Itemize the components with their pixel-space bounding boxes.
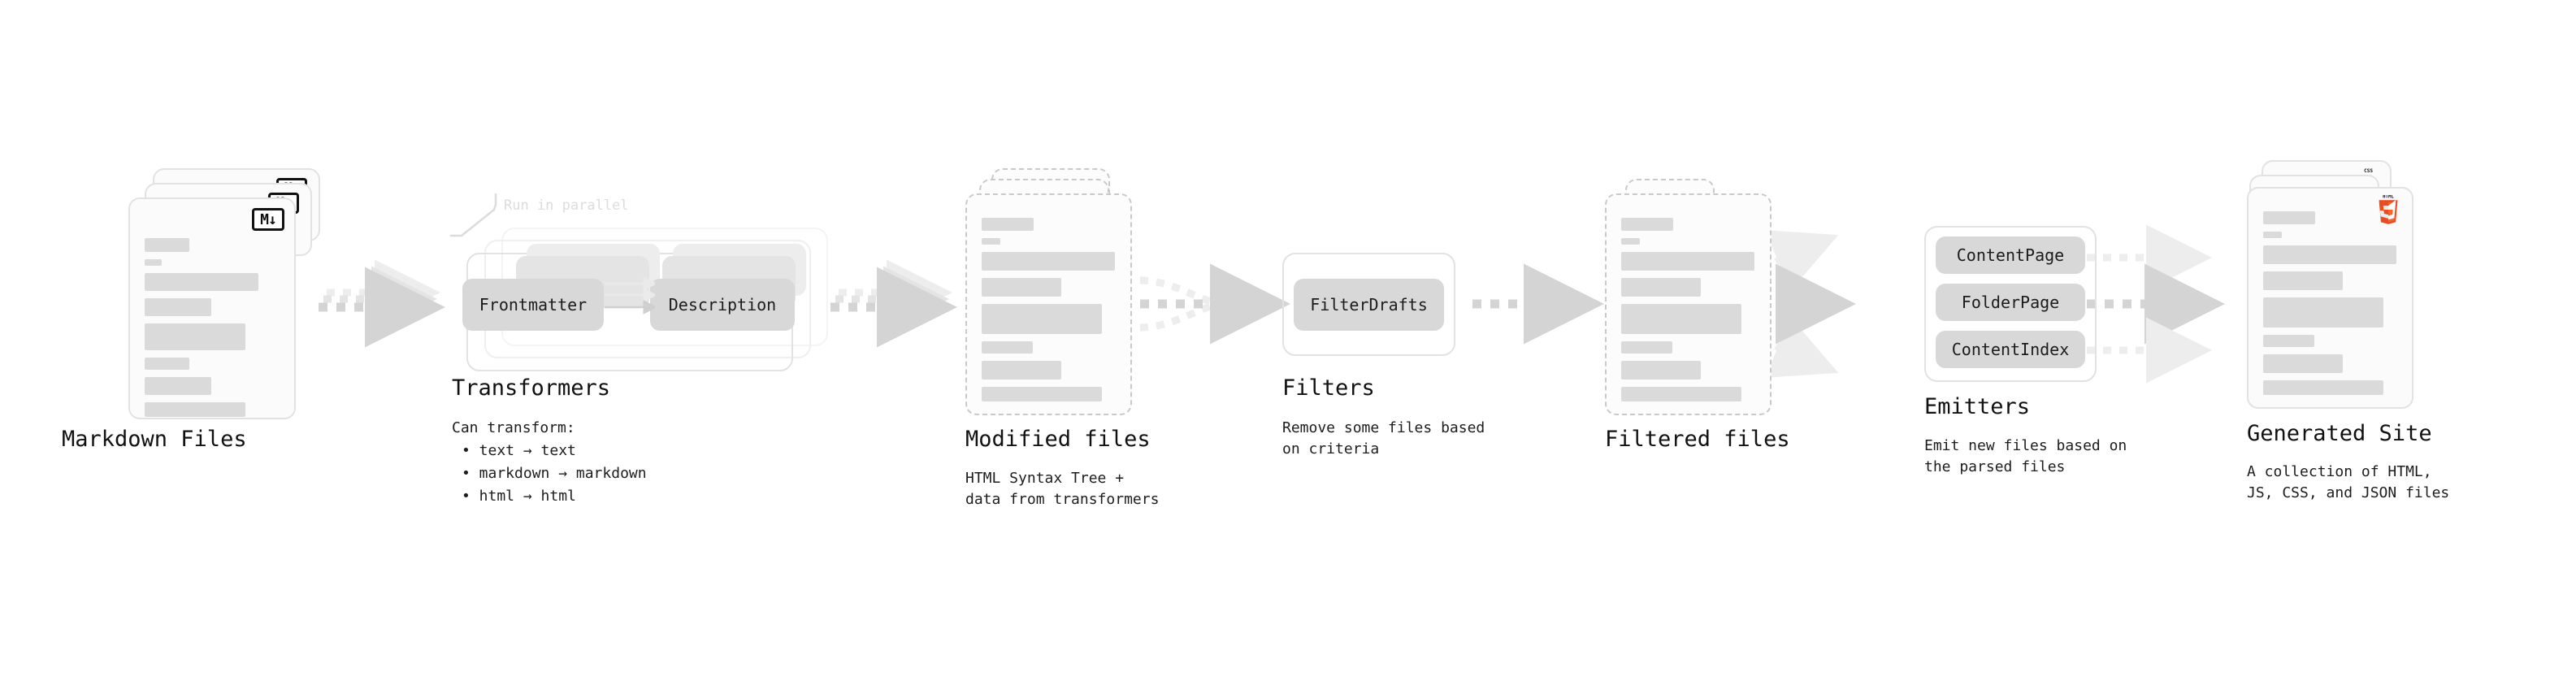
transformer-chip-frontmatter[interactable]: Frontmatter [462,279,604,331]
skeleton-line [145,298,211,316]
markdown-files-title: Markdown Files [62,427,247,452]
markdown-badge-front: M↓ [252,208,284,231]
markdown-badge-m-letter: M [260,210,269,228]
connector-modified-to-filters [1139,263,1290,345]
transformers-subtitle: Can transform: [452,419,575,436]
skeleton-line [145,377,211,395]
modified-skeleton-lines [982,218,1117,409]
skeleton-line [145,323,245,350]
connector-transformers-to-modified [830,259,957,348]
filtered-files-title: Filtered files [1605,427,1790,452]
markdown-card-front: M↓ [128,197,296,419]
skeleton-line [145,273,258,291]
emitter-chip-folderpage[interactable]: FolderPage [1936,284,2085,321]
svg-text:HTML: HTML [2383,195,2394,200]
skeleton-line [982,304,1102,334]
modified-files-title: Modified files [965,427,1151,452]
skeleton-line [145,402,245,417]
modified-files-subtitle-line-1: HTML Syntax Tree + [965,470,1125,487]
emitters-subtitle-line-1: Emit new files based on [1924,437,2127,454]
emitters-title: Emitters [1924,394,2031,419]
run-in-parallel-annotation: Run in parallel [504,197,629,214]
skeleton-line [1621,238,1640,245]
skeleton-line [982,238,1000,245]
skeleton-line [1621,341,1672,354]
skeleton-line [982,252,1115,271]
skeleton-line [1621,304,1741,334]
transformer-chip-description[interactable]: Description [650,279,795,331]
emitters-groupbox [1924,226,2097,382]
transformers-title: Transformers [452,375,611,401]
emitters-subtitle-line-2: the parsed files [1924,458,2066,475]
skeleton-line [145,238,189,252]
skeleton-line [145,358,189,370]
html5-badge: HTML [2379,195,2398,224]
skeleton-line [2263,211,2315,224]
skeleton-line [982,361,1061,380]
skeleton-line [1621,387,1741,401]
skeleton-line [982,387,1102,401]
transformers-bullet-3: • html → html [462,488,576,505]
connector-md-to-transformers [319,259,445,348]
generated-site-title: Generated Site [2247,421,2432,446]
emitter-chip-contentindex[interactable]: ContentIndex [1936,331,2085,368]
run-in-parallel-pointer [450,193,497,237]
generated-site-subtitle-line-1: A collection of HTML, [2247,463,2432,480]
skeleton-line [982,341,1033,354]
filters-groupbox [1282,253,1455,356]
generated-card-front: HTML [2247,187,2413,409]
markdown-skeleton-lines [145,238,281,424]
skeleton-line [1621,218,1673,231]
skeleton-line [2263,245,2396,264]
modified-card-front [965,193,1132,415]
skeleton-line [1621,278,1701,297]
filters-title: Filters [1282,375,1375,401]
skeleton-line [1621,361,1701,380]
skeleton-line [145,259,162,266]
transformers-bullet-1: • text → text [462,442,576,459]
markdown-badge-arrow: ↓ [268,210,277,228]
skeleton-line [2263,380,2383,395]
skeleton-line [2263,335,2314,347]
modified-files-subtitle-line-2: data from transformers [965,491,1160,508]
skeleton-line [2263,232,2282,238]
skeleton-line [2263,354,2343,373]
transformers-bullet-2: • markdown → markdown [462,465,647,482]
emitter-chip-contentpage[interactable]: ContentPage [1936,236,2085,274]
skeleton-line [2263,271,2343,290]
filters-subtitle-line-2: on criteria [1282,440,1380,458]
skeleton-line [1621,252,1754,271]
css-badge-label: CSS [2364,168,2373,174]
skeleton-line [982,278,1061,297]
generated-skeleton-lines [2263,211,2399,402]
filtered-card-front [1605,193,1772,415]
transformer-inner-arrows [605,276,655,314]
skeleton-line [982,218,1034,231]
filtered-skeleton-lines [1621,218,1757,409]
connector-emitters-to-site [2087,224,2225,384]
skeleton-line [2263,297,2383,327]
filter-chip-filterdrafts[interactable]: FilterDrafts [1294,279,1444,331]
generated-site-subtitle-line-2: JS, CSS, and JSON files [2247,484,2450,501]
filters-subtitle-line-1: Remove some files based [1282,419,1485,436]
